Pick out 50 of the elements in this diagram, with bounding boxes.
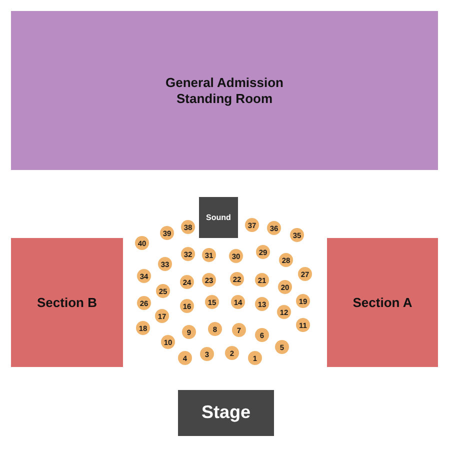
table-marker bbox=[181, 220, 195, 234]
stage-block bbox=[178, 390, 274, 436]
table-marker bbox=[256, 245, 270, 259]
table-marker bbox=[182, 325, 196, 339]
table-marker bbox=[136, 321, 150, 335]
table-marker bbox=[202, 248, 216, 262]
sound-booth bbox=[199, 197, 238, 238]
table-marker bbox=[290, 228, 304, 242]
table-marker bbox=[208, 322, 222, 336]
table-marker bbox=[245, 218, 259, 232]
table-marker bbox=[225, 346, 239, 360]
table-marker bbox=[202, 273, 216, 287]
table-marker bbox=[178, 351, 192, 365]
table-marker bbox=[229, 249, 243, 263]
seating-section bbox=[11, 238, 123, 367]
table-marker bbox=[161, 335, 175, 349]
table-marker bbox=[267, 221, 281, 235]
table-marker bbox=[156, 284, 170, 298]
table-marker bbox=[248, 351, 262, 365]
stage-label: Stage bbox=[201, 402, 251, 424]
table-marker bbox=[155, 309, 169, 323]
table-marker bbox=[205, 295, 219, 309]
table-marker bbox=[255, 328, 269, 342]
table-marker bbox=[298, 267, 312, 281]
table-marker bbox=[296, 294, 310, 308]
table-marker bbox=[279, 253, 293, 267]
table-marker bbox=[230, 272, 244, 286]
table-marker bbox=[255, 297, 269, 311]
section-label: Section B bbox=[37, 294, 97, 310]
table-marker bbox=[231, 295, 245, 309]
table-marker bbox=[160, 226, 174, 240]
table-marker bbox=[296, 318, 310, 332]
seating-section bbox=[327, 238, 438, 367]
table-marker bbox=[200, 347, 214, 361]
standing-area bbox=[11, 11, 438, 170]
table-marker bbox=[181, 247, 195, 261]
area-label: General Admission Standing Room bbox=[164, 74, 284, 106]
table-marker bbox=[135, 236, 149, 250]
table-marker bbox=[180, 299, 194, 313]
table-marker bbox=[232, 323, 246, 337]
table-marker bbox=[180, 275, 194, 289]
table-marker bbox=[158, 257, 172, 271]
section-label: Section A bbox=[352, 294, 412, 310]
table-marker bbox=[275, 340, 289, 354]
table-marker bbox=[137, 296, 151, 310]
booth-label: Sound bbox=[206, 212, 231, 222]
table-marker bbox=[278, 280, 292, 294]
table-marker bbox=[277, 305, 291, 319]
table-marker bbox=[255, 273, 269, 287]
table-marker bbox=[137, 269, 151, 283]
